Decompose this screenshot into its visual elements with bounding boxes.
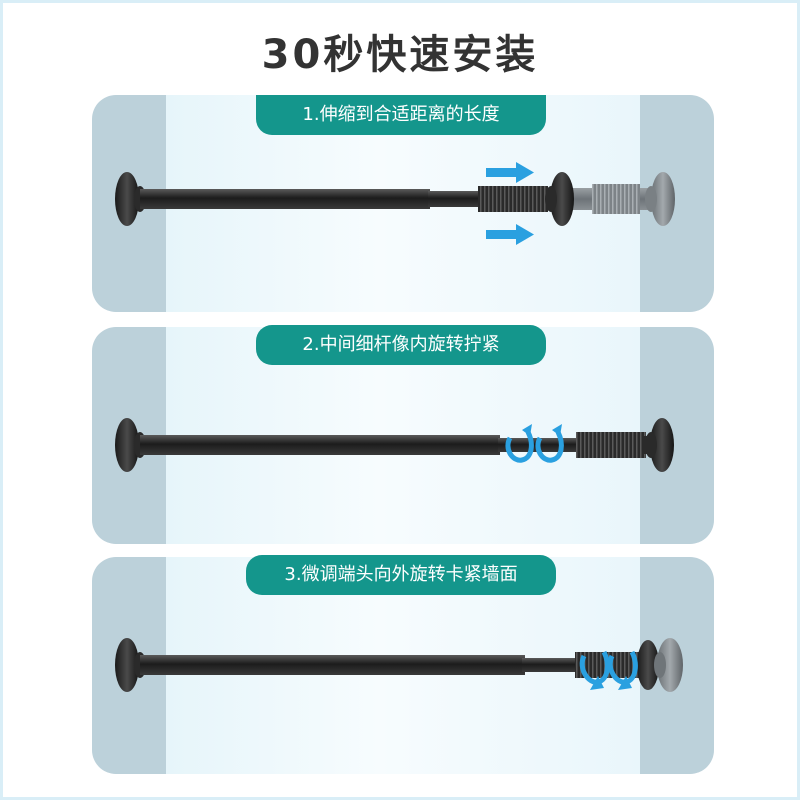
rotate-icon [579,650,638,690]
rotate-icon [505,424,564,463]
step-label-3: 3.微调端头向外旋转卡紧墙面 [246,555,556,595]
arrow-right-icon [486,162,534,245]
step-label-1: 1.伸缩到合适距离的长度 [256,95,546,135]
rod-1 [115,162,675,245]
page-title: 30秒快速安装 [261,32,539,78]
rod-2 [115,418,674,472]
step-label-2: 2.中间细杆像内旋转拧紧 [256,325,546,365]
rod-3 [115,638,683,692]
